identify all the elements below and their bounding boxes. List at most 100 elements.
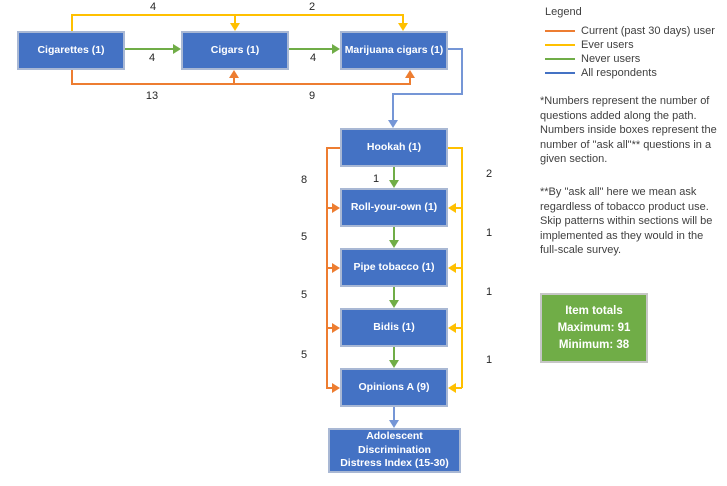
legend-item-label: All respondents — [581, 67, 657, 79]
legend-line-ever-icon — [545, 44, 575, 46]
never-users-line — [393, 227, 395, 241]
arrow-down-icon — [389, 240, 399, 248]
edge-label-never-hookah-rollyourown: 1 — [372, 173, 380, 185]
edge-label-current-to-cigars: 13 — [145, 90, 159, 102]
item-totals-minimum: Minimum: 38 — [558, 338, 630, 351]
item-totals-box: Item totals Maximum: 91 Minimum: 38 — [540, 293, 648, 363]
node-label: Roll-your-own (1) — [350, 200, 438, 213]
arrow-right-icon — [332, 44, 340, 54]
node-pipe-tobacco: Pipe tobacco (1) — [340, 248, 448, 287]
edge-label-never-to-marijuana: 4 — [309, 52, 317, 64]
arrow-left-icon — [448, 203, 456, 213]
item-totals-maximum: Maximum: 91 — [557, 321, 631, 334]
node-hookah: Hookah (1) — [340, 128, 448, 167]
legend-item-label: Never users — [581, 53, 641, 65]
node-addi: Adolescent Discrimination Distress Index… — [328, 428, 461, 473]
current-users-branch-line — [326, 267, 333, 269]
all-respondents-line — [392, 93, 463, 95]
legend-item-never: Never users — [545, 52, 715, 66]
never-users-line — [125, 48, 173, 50]
edge-label-ever-right: 1 — [485, 354, 493, 366]
arrow-right-icon — [332, 203, 340, 213]
ever-users-branch-line — [455, 267, 462, 269]
edge-label-current-left: 8 — [300, 174, 308, 186]
ever-users-branch-line — [402, 14, 404, 24]
ever-users-branch-line — [234, 14, 236, 24]
edge-label-current-to-marijuana: 9 — [308, 90, 316, 102]
node-label: Marijuana cigars (1) — [344, 43, 444, 56]
node-roll-your-own: Roll-your-own (1) — [340, 188, 448, 227]
legend-item-current: Current (past 30 days) user — [545, 24, 715, 38]
ever-users-top-line — [71, 14, 404, 16]
arrow-down-icon — [389, 360, 399, 368]
arrow-down-icon — [230, 23, 240, 31]
legend-title: Legend — [545, 6, 582, 18]
arrow-down-icon — [388, 120, 398, 128]
node-label: Pipe tobacco (1) — [353, 260, 435, 273]
arrow-left-icon — [448, 323, 456, 333]
never-users-line — [393, 287, 395, 301]
never-users-line — [289, 48, 332, 50]
all-respondents-line — [448, 48, 463, 50]
ever-users-branch-line — [455, 207, 462, 209]
arrow-down-icon — [389, 420, 399, 428]
legend-line-current-icon — [545, 30, 575, 32]
arrow-right-icon — [332, 263, 340, 273]
legend: Legend Current (past 30 days) user Ever … — [545, 6, 715, 80]
current-users-branch-line — [233, 77, 235, 84]
arrow-down-icon — [389, 180, 399, 188]
arrow-down-icon — [389, 300, 399, 308]
footnote-numbers: *Numbers represent the number of questio… — [540, 95, 717, 166]
item-totals-title: Item totals — [565, 304, 623, 317]
current-users-branch-line — [326, 207, 333, 209]
current-users-branch-line — [326, 327, 333, 329]
arrow-up-icon — [229, 70, 239, 78]
all-respondents-line — [461, 48, 463, 95]
footnote-ask-all: **By "ask all" here we mean ask regardle… — [540, 186, 713, 257]
arrow-left-icon — [448, 383, 456, 393]
edge-label-never-to-cigars: 4 — [148, 52, 156, 64]
all-respondents-line — [393, 407, 395, 421]
edge-label-ever-right: 1 — [485, 227, 493, 239]
current-users-bottom-line — [71, 83, 411, 85]
current-users-left-line — [326, 147, 340, 149]
ever-users-branch-line — [455, 327, 462, 329]
arrow-right-icon — [332, 383, 340, 393]
legend-item-label: Ever users — [581, 39, 634, 51]
arrow-up-icon — [405, 70, 415, 78]
arrow-down-icon — [398, 23, 408, 31]
all-respondents-line — [392, 93, 394, 121]
legend-item-all: All respondents — [545, 66, 715, 80]
ever-users-top-line — [71, 15, 73, 31]
ever-users-right-line — [461, 147, 463, 388]
node-label: Bidis (1) — [373, 320, 415, 333]
node-cigarettes: Cigarettes (1) — [17, 31, 125, 70]
node-label: Hookah (1) — [366, 140, 422, 153]
current-users-branch-line — [409, 77, 411, 84]
arrow-right-icon — [173, 44, 181, 54]
legend-item-ever: Ever users — [545, 38, 715, 52]
never-users-line — [393, 167, 395, 181]
legend-line-all-icon — [545, 72, 575, 74]
edge-label-ever-to-cigars: 4 — [149, 1, 157, 13]
edge-label-ever-right: 2 — [485, 168, 493, 180]
node-marijuana-cigars: Marijuana cigars (1) — [340, 31, 448, 70]
node-label: Opinions A (9) — [358, 380, 430, 393]
node-label: Adolescent Discrimination Distress Index… — [340, 430, 449, 470]
edge-label-current-left: 5 — [300, 349, 308, 361]
never-users-line — [393, 347, 395, 361]
edge-label-ever-to-marijuana: 2 — [308, 1, 316, 13]
ever-users-right-line — [448, 147, 463, 149]
arrow-left-icon — [448, 263, 456, 273]
node-label: Cigars (1) — [210, 43, 260, 56]
arrow-right-icon — [332, 323, 340, 333]
node-cigars: Cigars (1) — [181, 31, 289, 70]
legend-line-never-icon — [545, 58, 575, 60]
node-bidis: Bidis (1) — [340, 308, 448, 347]
edge-label-current-left: 5 — [300, 231, 308, 243]
current-users-bottom-line — [71, 70, 73, 85]
legend-item-label: Current (past 30 days) user — [581, 25, 715, 37]
ever-users-branch-line — [455, 387, 462, 389]
node-label: Cigarettes (1) — [37, 43, 105, 56]
